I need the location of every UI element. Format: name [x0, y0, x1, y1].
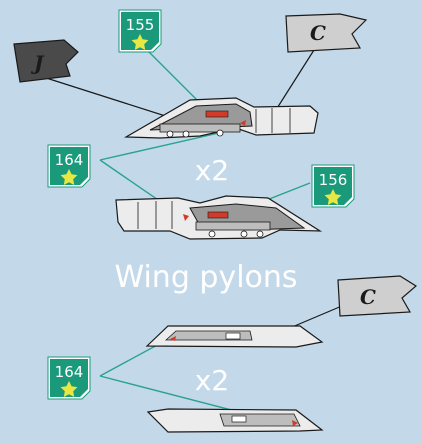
- badge-164-bottom: 164: [47, 356, 91, 400]
- badge-155: 155: [118, 9, 162, 53]
- quantity-label-top: x2: [195, 154, 229, 187]
- badge-156: 156: [311, 164, 355, 208]
- flag-c-top-letter: C: [310, 21, 326, 45]
- badge-164-top-number: 164: [55, 151, 84, 169]
- badge-164-bottom-number: 164: [55, 363, 84, 381]
- part-upper-pod-left: [123, 97, 319, 139]
- pointer-flag-j: [39, 75, 179, 121]
- quantity-label-bottom: x2: [195, 364, 229, 397]
- pointer-flag-c-top: [273, 49, 315, 114]
- badge-156-number: 156: [319, 171, 348, 189]
- leader-164-top-a: [99, 129, 233, 161]
- badge-164-top: 164: [47, 144, 91, 188]
- flag-c-bottom-letter: C: [360, 285, 376, 309]
- badge-155-number: 155: [126, 16, 155, 34]
- flag-j: J: [13, 39, 79, 83]
- star-icon: [131, 34, 149, 50]
- flag-j-letter: J: [30, 51, 45, 75]
- star-icon: [60, 169, 78, 185]
- star-icon: [324, 189, 342, 205]
- flag-c-bottom: C: [337, 275, 418, 317]
- part-pylon-upper: [145, 325, 324, 348]
- section-title: Wing pylons: [114, 260, 297, 295]
- part-lower-pod-right: [115, 195, 323, 240]
- star-icon: [60, 381, 78, 397]
- part-pylon-lower: [146, 408, 324, 433]
- flag-c-top: C: [285, 13, 368, 53]
